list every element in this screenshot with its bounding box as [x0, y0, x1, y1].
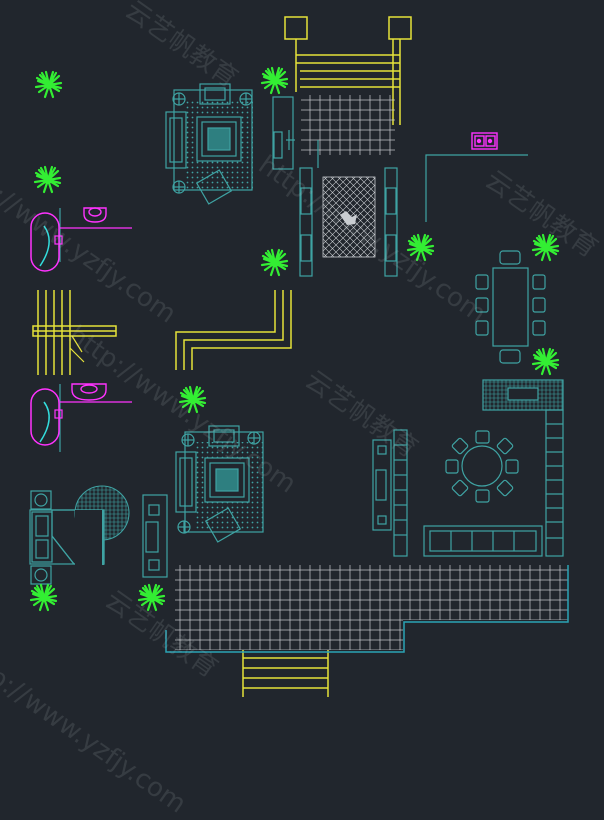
round-shrub: [74, 485, 130, 565]
side-cabinet: [142, 494, 168, 578]
bottom-living-room: [175, 425, 264, 543]
floor-plan: [29, 16, 569, 697]
bathtub-icon-lower: [30, 384, 132, 452]
right-counter: [482, 379, 564, 557]
dining-table-icon: [475, 250, 546, 364]
rug-figure: [340, 211, 357, 225]
bottom-stair: [242, 650, 329, 697]
tv-cabinet: [372, 429, 408, 557]
washbasin-icon-lower: [71, 383, 107, 401]
round-table-icon: [445, 430, 519, 503]
top-living-room: [165, 83, 295, 205]
kitchen-area: [425, 132, 528, 222]
lower-tiled-floor: [165, 565, 569, 653]
center-panels: [299, 140, 398, 277]
left-stair: [32, 290, 117, 375]
bench: [423, 525, 543, 557]
bathtub-icon-upper: [30, 208, 132, 272]
top-stair: [284, 16, 412, 125]
upper-tiled-floor: [301, 95, 395, 155]
washbasin-icon-upper: [83, 207, 107, 223]
sink-icon: [471, 132, 498, 150]
middle-wall: [175, 290, 292, 370]
